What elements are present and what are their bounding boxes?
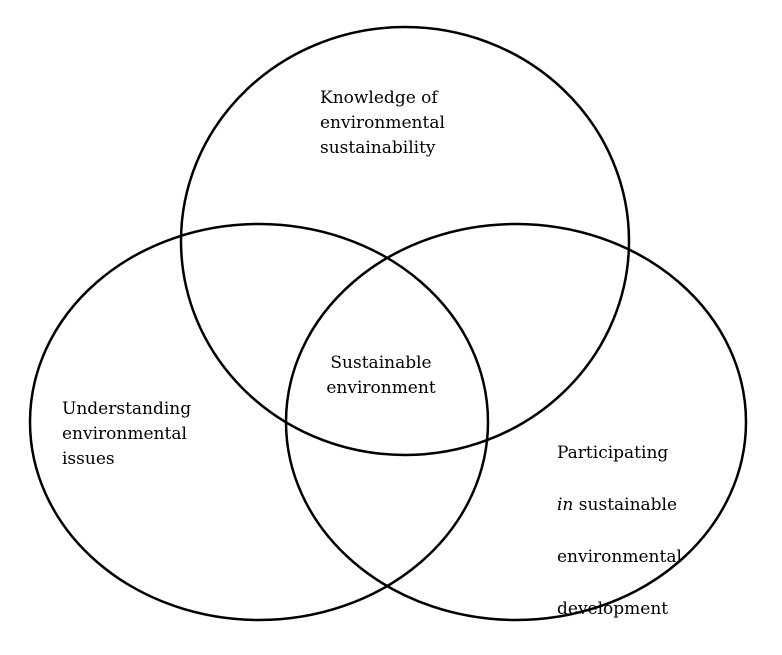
left-circle-label: Understanding environmental issues	[62, 399, 192, 469]
right-label-line1: Participating	[557, 443, 669, 463]
left-circle	[28, 222, 490, 622]
right-label-line3: environmental	[557, 547, 682, 567]
top-circle	[179, 25, 631, 457]
center-intersection-label: Sustainable environment	[326, 353, 436, 398]
right-label-line2: in sustainable	[557, 492, 682, 518]
top-circle-label: Knowledge of environmental sustainabilit…	[320, 88, 445, 158]
right-label-line2-rest: sustainable	[573, 495, 678, 515]
right-circle	[284, 222, 748, 622]
right-label-line4: development	[557, 599, 669, 619]
right-label-line2-italic: in	[557, 495, 574, 515]
right-circle-label: Participating in sustainable environment…	[557, 414, 682, 648]
